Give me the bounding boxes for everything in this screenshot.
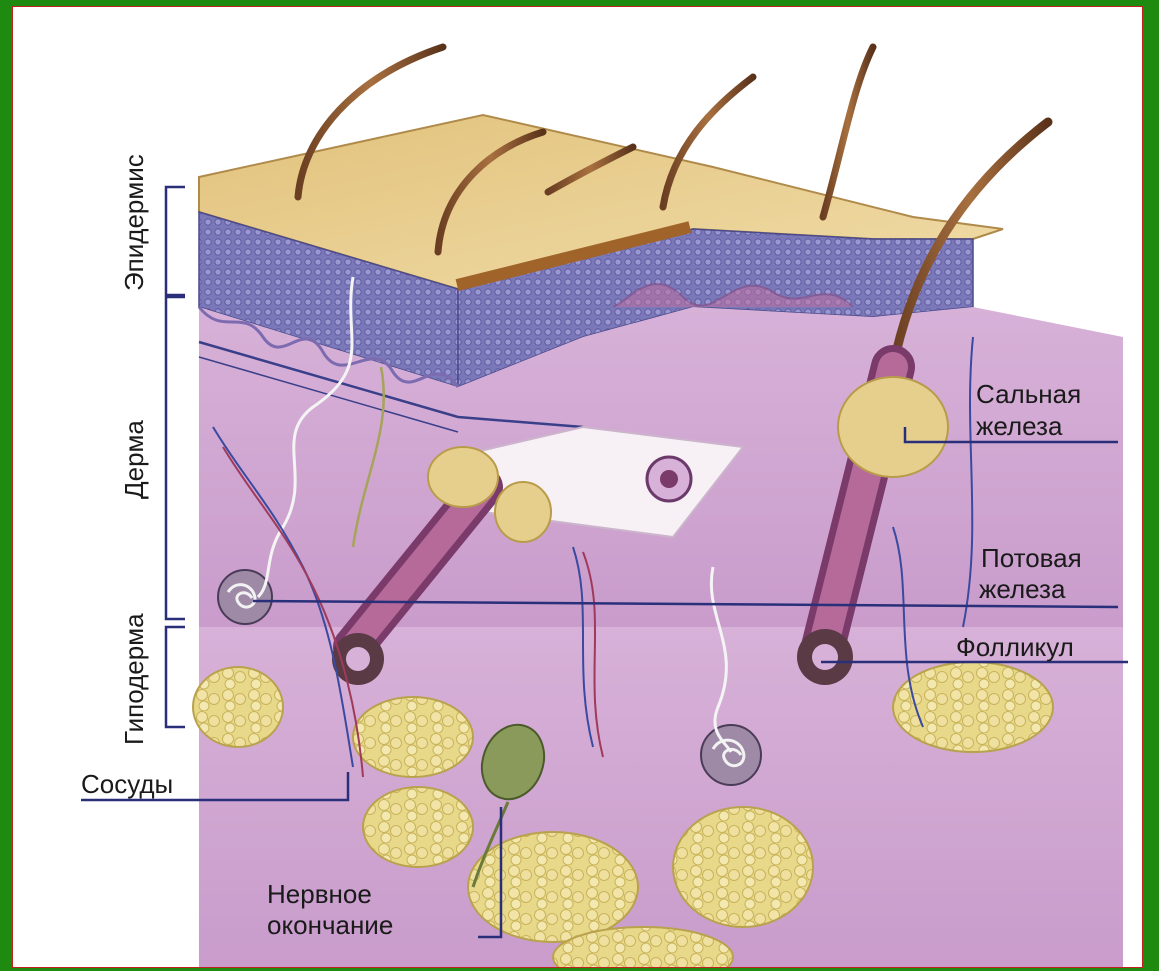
label-sebaceous-gland-line1: Сальная xyxy=(976,379,1081,409)
label-sweat-gland-line1: Потовая xyxy=(981,543,1082,573)
label-sebaceous-gland-line2: железа xyxy=(976,411,1062,441)
label-follicle: Фолликул xyxy=(956,632,1074,662)
label-vessels: Сосуды xyxy=(81,769,173,799)
label-sweat-gland-line2: железа xyxy=(979,574,1065,604)
label-nerve-ending-line2: окончание xyxy=(267,910,393,940)
label-hypodermis: Гиподерма xyxy=(119,613,149,745)
label-dermis: Дерма xyxy=(119,420,149,499)
layer-brackets xyxy=(166,187,185,727)
label-epidermis: Эпидермис xyxy=(119,154,149,291)
slide-canvas: Эпидермис Дерма Гиподерма Сальная железа… xyxy=(12,6,1143,968)
skin-cross-section-illustration xyxy=(13,7,1143,968)
label-nerve-ending-line1: Нервное xyxy=(267,879,372,909)
